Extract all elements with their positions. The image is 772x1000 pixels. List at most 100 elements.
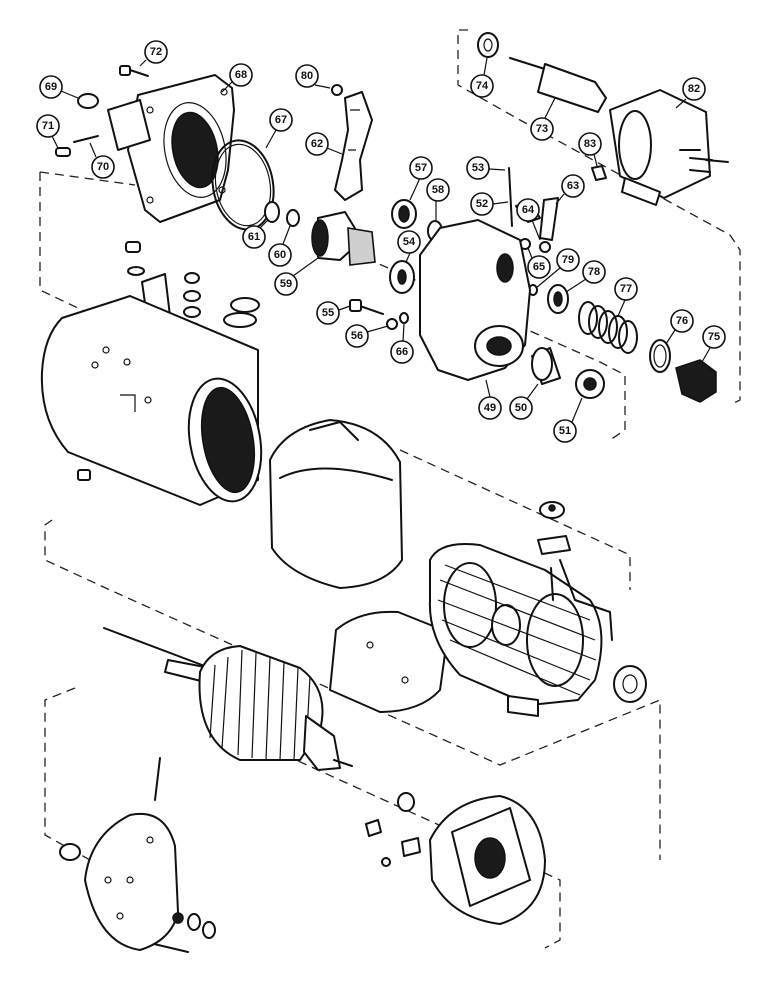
bolt-part xyxy=(359,305,384,315)
drive-pinion-part xyxy=(311,211,376,266)
svg-text:53: 53 xyxy=(472,162,484,174)
svg-text:57: 57 xyxy=(415,162,427,174)
terminal-screw-part xyxy=(591,165,607,181)
retainer-part xyxy=(286,209,300,227)
callout-51: 51 xyxy=(553,397,583,443)
callout-71: 71 xyxy=(36,114,60,149)
svg-text:66: 66 xyxy=(396,346,408,358)
callout-78: 78 xyxy=(565,260,606,293)
callout-64: 64 xyxy=(516,198,541,241)
eccentric-pin-part xyxy=(539,197,559,241)
callout-52: 52 xyxy=(470,192,509,216)
insulator-strip-part xyxy=(507,695,539,717)
svg-text:52: 52 xyxy=(476,198,488,210)
stud-part xyxy=(73,135,99,143)
bearing-part xyxy=(613,665,647,703)
through-bolt-part xyxy=(153,912,216,953)
svg-text:65: 65 xyxy=(533,261,545,273)
lock-washer-part xyxy=(386,318,398,330)
screw-part xyxy=(119,65,149,77)
nut-part xyxy=(331,84,343,96)
svg-text:63: 63 xyxy=(567,180,579,192)
callout-65: 65 xyxy=(527,247,551,279)
svg-text:80: 80 xyxy=(301,70,313,82)
svg-text:49: 49 xyxy=(484,402,496,414)
boot-ring-part xyxy=(649,339,671,373)
callout-66: 66 xyxy=(390,323,414,364)
callout-70: 70 xyxy=(89,142,115,179)
svg-text:51: 51 xyxy=(559,425,571,437)
drive-end-housing-part xyxy=(419,219,531,381)
callout-55: 55 xyxy=(316,301,351,325)
pin-part xyxy=(55,147,71,157)
svg-text:75: 75 xyxy=(708,331,720,343)
svg-text:78: 78 xyxy=(588,266,600,278)
callout-58: 58 xyxy=(426,178,450,220)
svg-text:62: 62 xyxy=(311,138,323,150)
plunger-part xyxy=(509,57,607,113)
callout-72: 72 xyxy=(139,40,168,67)
callout-63: 63 xyxy=(555,174,585,205)
callout-82: 82 xyxy=(675,77,706,109)
svg-text:60: 60 xyxy=(274,249,286,261)
brush-plate-part xyxy=(365,792,546,925)
svg-text:64: 64 xyxy=(522,204,535,216)
terminal-stud-part xyxy=(537,501,571,601)
bushing-part xyxy=(77,93,99,109)
svg-text:55: 55 xyxy=(322,307,334,319)
pole-shoe-part xyxy=(329,610,449,713)
callout-62: 62 xyxy=(305,132,343,156)
callout-54: 54 xyxy=(397,230,421,263)
svg-text:54: 54 xyxy=(403,236,416,248)
dowel-part xyxy=(154,757,161,801)
svg-text:50: 50 xyxy=(515,402,527,414)
callout-69: 69 xyxy=(39,75,79,99)
callout-67: 67 xyxy=(265,108,293,149)
end-cover-part xyxy=(84,813,179,951)
callout-77: 77 xyxy=(614,277,638,317)
frame-screw-part xyxy=(77,469,91,481)
callout-49: 49 xyxy=(478,379,502,420)
callout-83: 83 xyxy=(578,132,602,167)
svg-text:58: 58 xyxy=(432,184,444,196)
callout-74: 74 xyxy=(470,57,494,98)
bushing-end-part xyxy=(59,843,81,861)
field-coil-part xyxy=(428,543,613,706)
svg-text:69: 69 xyxy=(45,81,57,93)
callout-68: 68 xyxy=(221,63,253,93)
washer-small-part xyxy=(399,312,409,324)
svg-text:67: 67 xyxy=(275,114,287,126)
boot-part xyxy=(675,359,717,403)
svg-text:74: 74 xyxy=(476,80,489,92)
callout-76: 76 xyxy=(665,309,694,345)
callout-75: 75 xyxy=(701,325,726,363)
bushing-sleeve-part xyxy=(531,347,561,385)
plunger-spring-part xyxy=(578,301,638,354)
callout-53: 53 xyxy=(466,156,506,180)
svg-text:70: 70 xyxy=(97,161,109,173)
callout-59: 59 xyxy=(274,257,319,296)
callout-60: 60 xyxy=(268,225,292,267)
svg-text:73: 73 xyxy=(536,123,548,135)
svg-text:61: 61 xyxy=(248,231,260,243)
callout-80: 80 xyxy=(295,64,331,89)
svg-text:71: 71 xyxy=(42,120,54,132)
pivot-pin-part xyxy=(508,167,513,227)
callout-50: 50 xyxy=(509,383,539,420)
field-frame-part xyxy=(40,295,263,506)
solenoid-part xyxy=(609,89,729,206)
callout-61: 61 xyxy=(242,219,269,249)
plunger-washer-part xyxy=(477,32,499,58)
callout-79: 79 xyxy=(535,248,580,289)
callout-56: 56 xyxy=(345,324,389,348)
drive-housing-part xyxy=(107,74,235,223)
o-ring-small-part xyxy=(539,241,551,253)
callout-57: 57 xyxy=(409,156,433,201)
svg-text:59: 59 xyxy=(280,278,292,290)
insulator-band-part xyxy=(269,419,403,589)
svg-text:82: 82 xyxy=(688,83,700,95)
washer-part xyxy=(264,201,280,223)
callout-73: 73 xyxy=(530,97,556,141)
svg-text:72: 72 xyxy=(150,46,162,58)
